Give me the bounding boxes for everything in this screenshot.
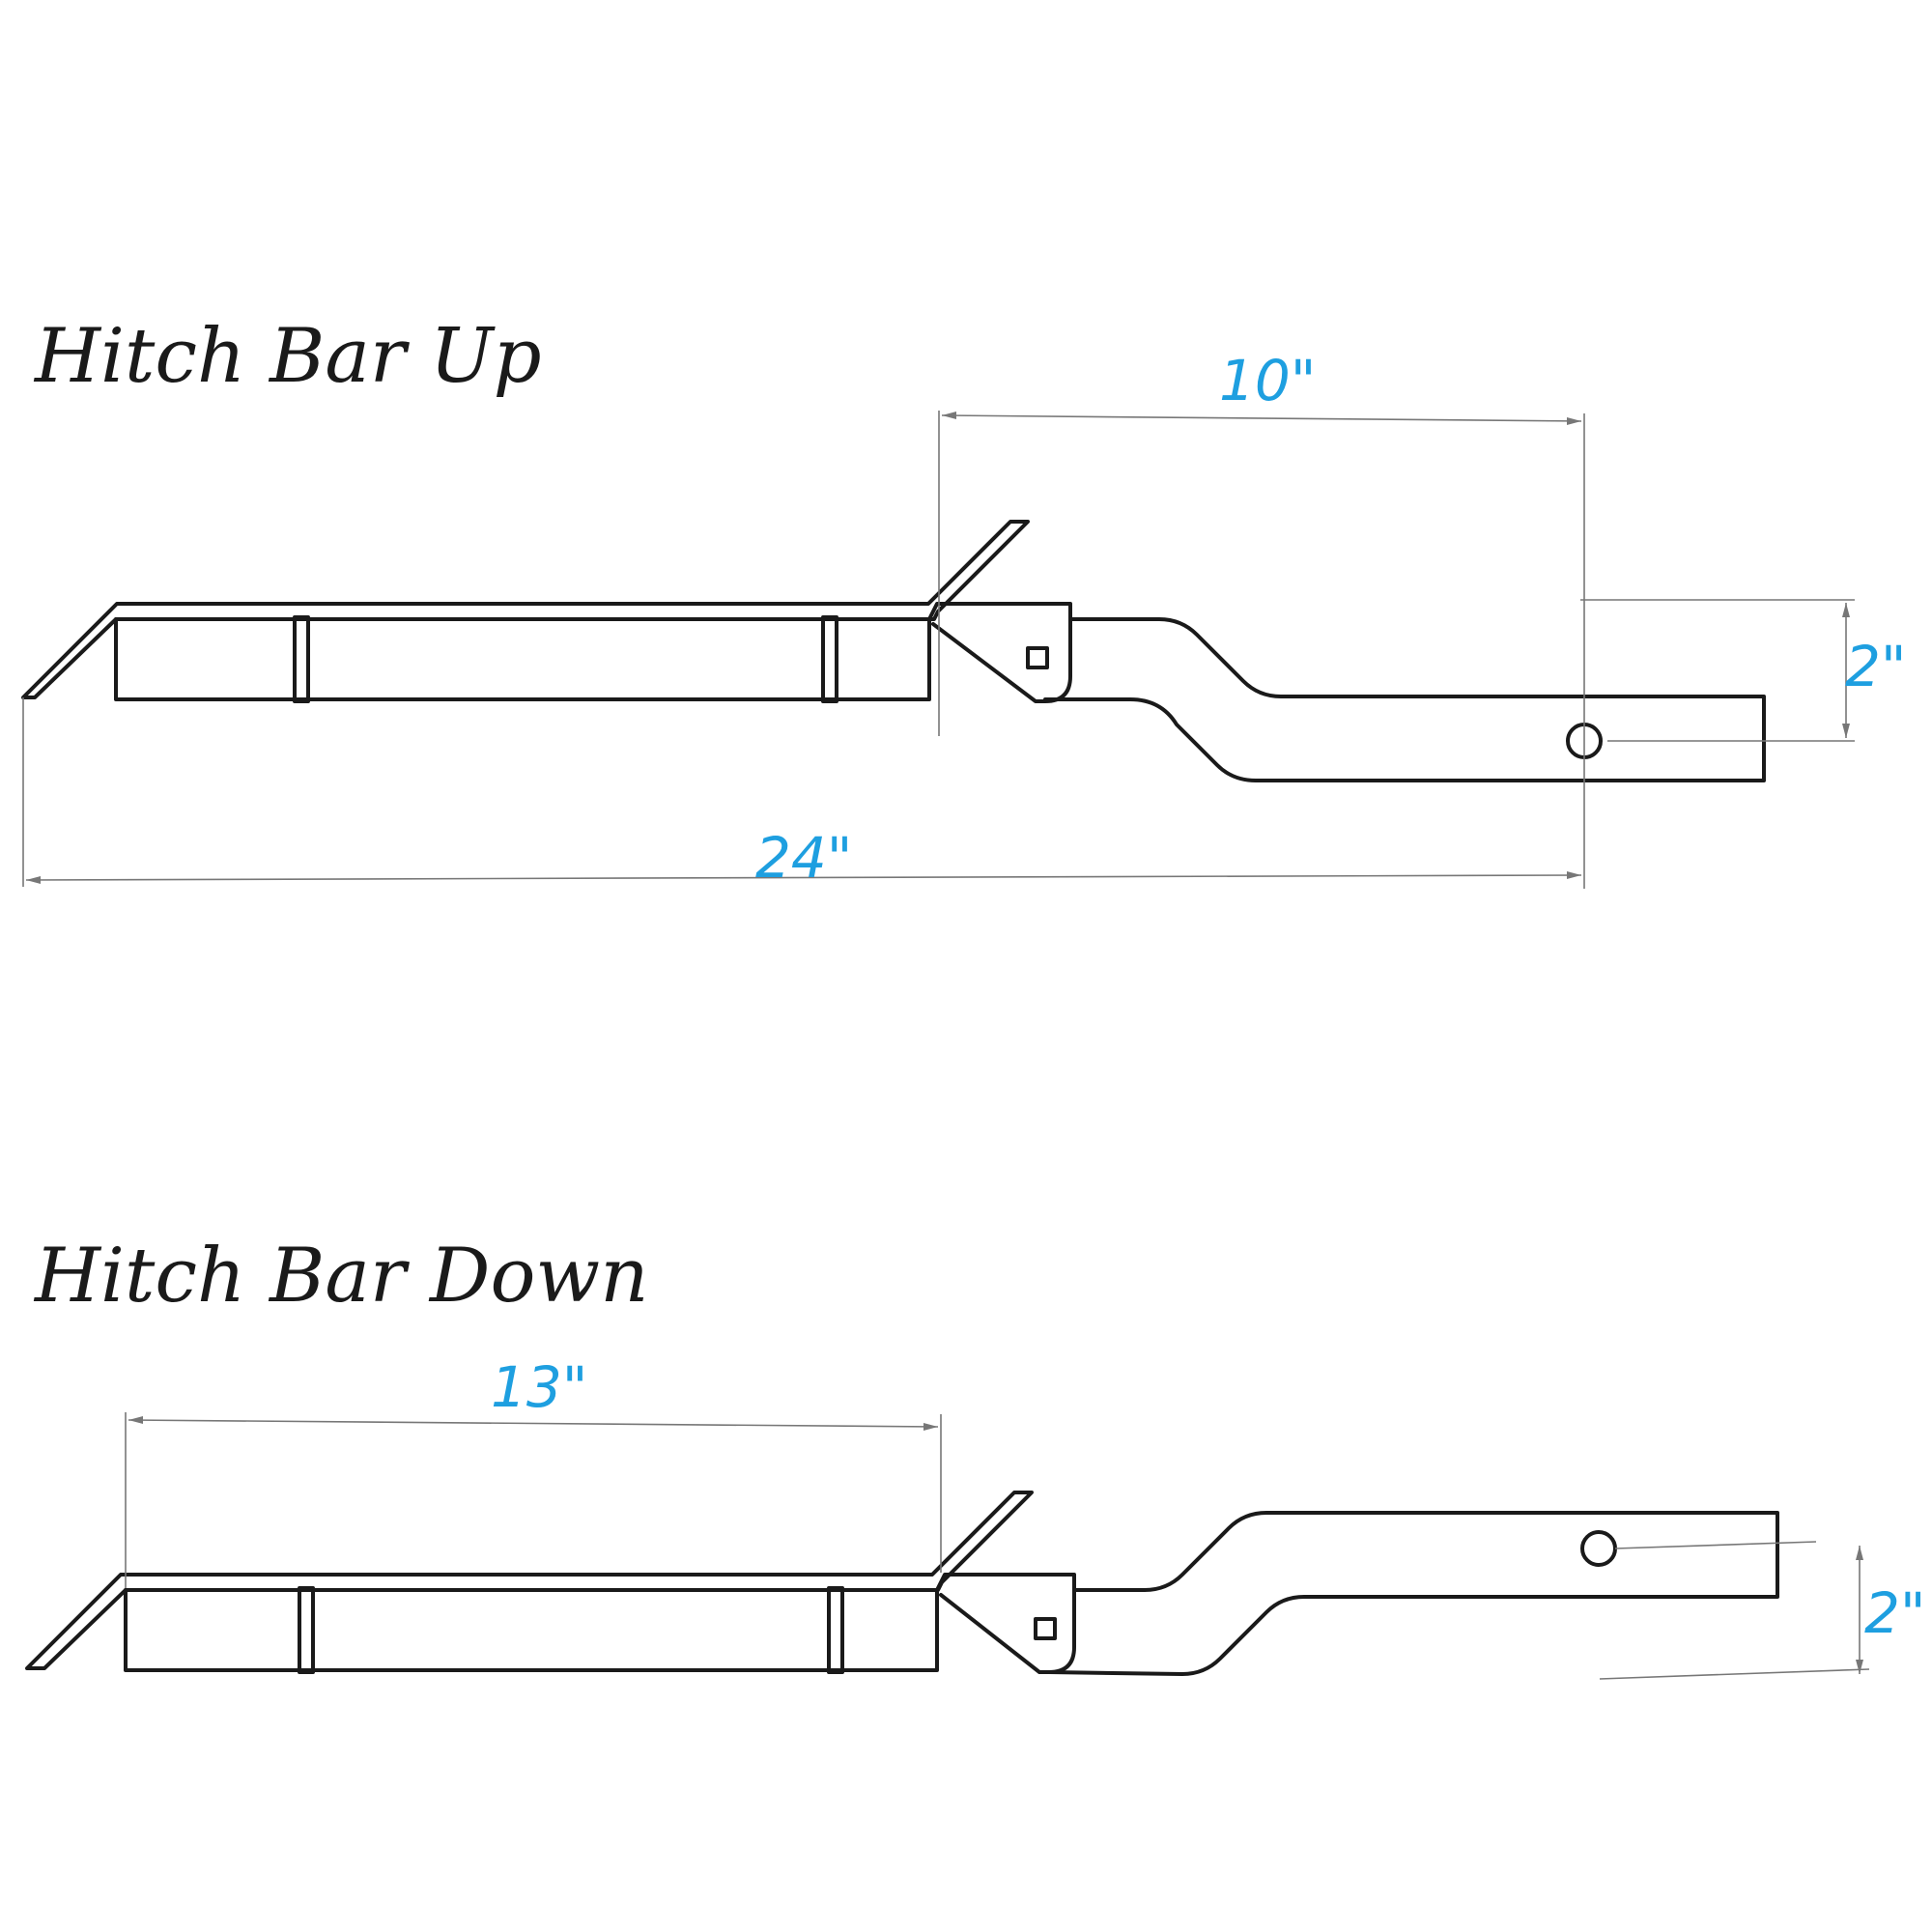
hitch-bar-down-view: Hitch Bar Down 13" 2"	[25, 1233, 1926, 1680]
dim-line-24	[25, 874, 1582, 881]
arrow-2-up-bottom	[1842, 724, 1850, 738]
arrow-13-right	[923, 1423, 938, 1431]
tube-body	[114, 617, 931, 701]
dim-label-24: 24"	[755, 825, 852, 891]
collar-left-down	[298, 1586, 315, 1674]
collar-left	[293, 615, 310, 703]
collar-right-down	[827, 1586, 844, 1674]
dim-label-2-down: 2"	[1864, 1580, 1926, 1646]
left-flange-down	[25, 1491, 1034, 1670]
bracket-square-hole	[1026, 646, 1049, 669]
left-flange	[21, 520, 1030, 699]
pivot-bracket	[927, 602, 1072, 703]
arrow-2-down-bottom	[1856, 1660, 1863, 1674]
dim-label-2-up: 2"	[1845, 634, 1907, 699]
title-hitch-bar-up: Hitch Bar Up	[33, 313, 542, 400]
arrow-13-left	[128, 1416, 143, 1424]
hitch-bar-down	[1047, 1511, 1779, 1676]
arrow-10-left	[942, 412, 956, 419]
ext-line-2-down-bottom	[1599, 1668, 1870, 1680]
arrow-10-right	[1567, 417, 1581, 425]
dim-label-13: 13"	[491, 1354, 587, 1420]
arrow-24-left	[26, 876, 41, 884]
tube-body-down	[124, 1588, 939, 1672]
title-hitch-bar-down: Hitch Bar Down	[33, 1233, 648, 1320]
pin-hole-down	[1580, 1530, 1617, 1567]
arrow-2-down-top	[1856, 1546, 1863, 1560]
bracket-square-hole-down	[1034, 1617, 1057, 1640]
hitch-bar	[1043, 617, 1766, 782]
arrow-2-up-top	[1842, 603, 1850, 617]
dim-line-10	[941, 414, 1582, 422]
ext-line-2-down-top	[1614, 1541, 1817, 1549]
hitch-bar-up-view: Hitch Bar Up 10" 2" 24"	[21, 313, 1907, 891]
dim-line-13	[128, 1419, 939, 1428]
collar-right	[821, 615, 838, 703]
arrow-24-right	[1567, 871, 1581, 879]
dim-label-10: 10"	[1219, 348, 1316, 413]
